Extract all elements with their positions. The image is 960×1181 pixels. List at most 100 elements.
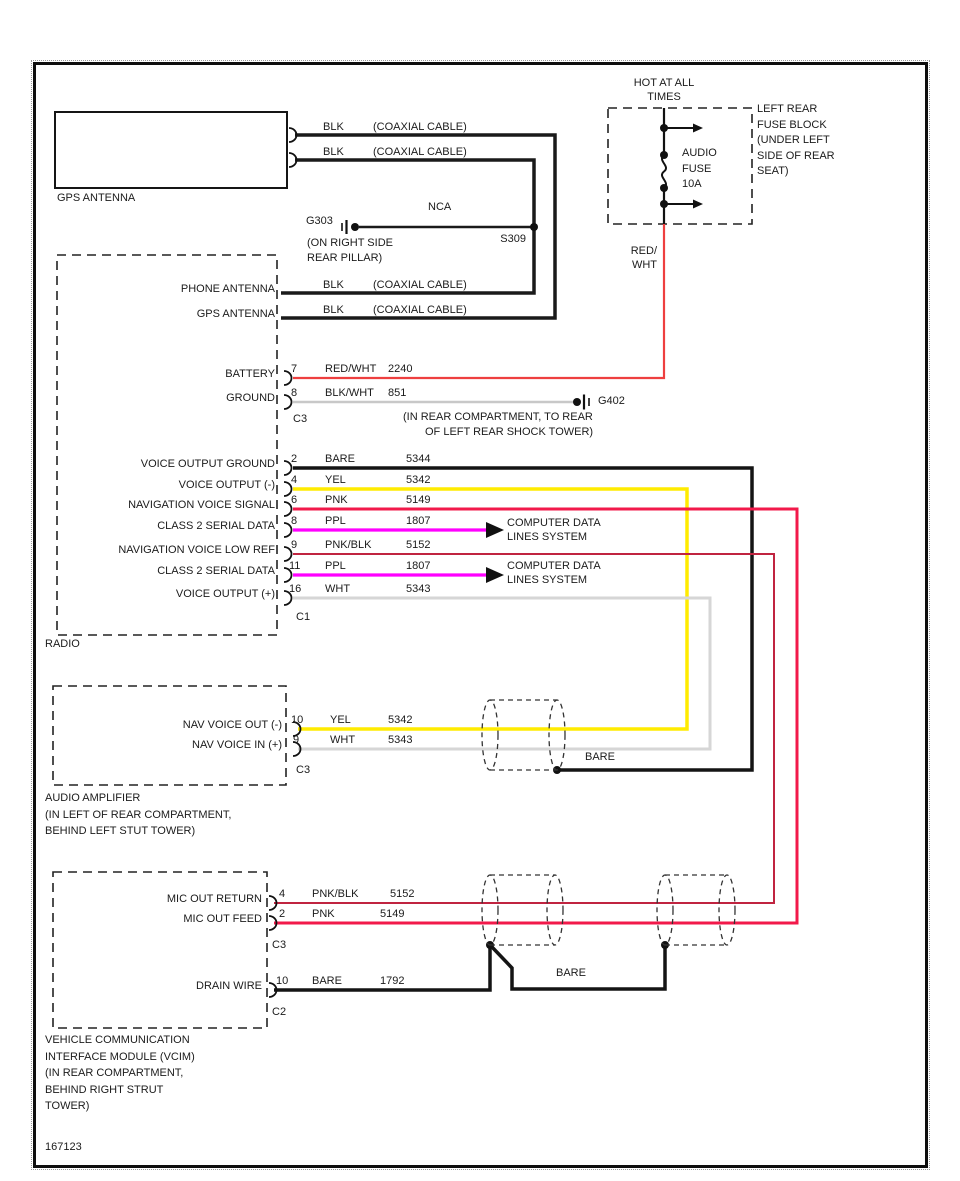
circuit-number: 5342 bbox=[388, 714, 413, 726]
vcim-label: VEHICLE COMMUNICATION INTERFACE MODULE (… bbox=[45, 1034, 195, 1112]
junction-dot bbox=[660, 184, 668, 192]
wire-color-label: PNK/BLK bbox=[312, 888, 359, 900]
wire-color-label: BLK bbox=[323, 121, 344, 133]
pin-number: 2 bbox=[279, 908, 286, 920]
pin-number: 9 bbox=[291, 539, 298, 551]
wire-color-label: PPL bbox=[325, 515, 346, 527]
hot-at-all-times-label: HOT AT ALL TIMES bbox=[633, 77, 695, 103]
g303-location-line1: (ON RIGHT SIDE bbox=[307, 237, 393, 249]
circuit-number: 5343 bbox=[406, 583, 431, 595]
pin-number: 9 bbox=[293, 734, 300, 746]
circuit-number: 851 bbox=[388, 387, 407, 399]
pin-number: 8 bbox=[291, 515, 298, 527]
wire-color-label: BLK bbox=[323, 304, 344, 316]
junction-dot bbox=[660, 151, 668, 159]
wire-color-label: PNK bbox=[325, 494, 348, 506]
circuit-number: 5152 bbox=[406, 539, 431, 551]
radio-pin-function: NAVIGATION VOICE LOW REF bbox=[118, 544, 275, 556]
shield-symbol-amp bbox=[481, 699, 566, 771]
gps-antenna-box bbox=[54, 111, 288, 189]
wire-color-label: WHT bbox=[325, 583, 351, 595]
wire-color-label: RED/WHT bbox=[325, 363, 377, 375]
g402-location-line1: (IN REAR COMPARTMENT, TO REAR bbox=[403, 411, 593, 423]
g303-location-line2: REAR PILLAR) bbox=[307, 252, 383, 264]
radio-pin-function: VOICE OUTPUT (-) bbox=[178, 479, 275, 491]
ground-icon-g303 bbox=[341, 220, 359, 234]
wire-color-label: BLK bbox=[323, 146, 344, 158]
radio-pin-function: BATTERY bbox=[225, 368, 275, 380]
gps-antenna-label: GPS ANTENNA bbox=[57, 192, 136, 204]
computer-data-note: COMPUTER DATA LINES SYSTEM bbox=[507, 517, 601, 543]
connector-id: C1 bbox=[296, 611, 311, 623]
pin-number: 16 bbox=[289, 583, 302, 595]
wire-yel-5342 bbox=[293, 487, 689, 731]
radio-pin-function: CLASS 2 SERIAL DATA bbox=[157, 520, 275, 532]
coax-wire-gps1 bbox=[281, 133, 557, 320]
splice-dot-s309 bbox=[530, 223, 538, 231]
radio-pin-function: GROUND bbox=[226, 392, 275, 404]
circuit-number: 1792 bbox=[380, 975, 405, 987]
radio-pin-function: VOICE OUTPUT (+) bbox=[175, 588, 275, 600]
wire-color-label: WHT bbox=[330, 734, 356, 746]
circuit-number: 5152 bbox=[390, 888, 415, 900]
radio-pin-function: NAVIGATION VOICE SIGNAL bbox=[128, 499, 275, 511]
circuit-number: 5342 bbox=[406, 474, 431, 486]
shield-symbol-vcim-a bbox=[481, 874, 564, 946]
radio-pin-function: CLASS 2 SERIAL DATA bbox=[157, 565, 275, 577]
fuse-block-box bbox=[607, 107, 753, 225]
red-wht-wire-label: RED/ WHT bbox=[630, 245, 657, 271]
wire-color-label: BLK bbox=[323, 279, 344, 291]
amplifier-label: AUDIO AMPLIFIER (IN LEFT OF REAR COMPART… bbox=[45, 792, 232, 837]
pin-number: 10 bbox=[291, 714, 304, 726]
radio-pin-function: VOICE OUTPUT GROUND bbox=[140, 458, 275, 470]
wire-note-label: (COAXIAL CABLE) bbox=[373, 146, 467, 158]
connector-id: C3 bbox=[272, 939, 287, 951]
radio-label: RADIO bbox=[45, 638, 80, 650]
branch-arrow-icon bbox=[664, 123, 703, 209]
wire-pnk-5149 bbox=[274, 507, 799, 925]
computer-data-note: COMPUTER DATA LINES SYSTEM bbox=[507, 560, 601, 586]
fuse-element-icon bbox=[661, 154, 667, 189]
splice-id-s309: S309 bbox=[500, 233, 526, 245]
amplifier-box bbox=[52, 685, 287, 786]
wire-color-label: YEL bbox=[330, 714, 351, 726]
wire-bare-5344 bbox=[293, 466, 754, 772]
wire-pnk-blk-5152 bbox=[274, 553, 775, 904]
pin-number: 10 bbox=[276, 975, 289, 987]
pin-number: 2 bbox=[291, 453, 298, 465]
circuit-number: 5344 bbox=[406, 453, 431, 465]
pin-number: 6 bbox=[291, 494, 298, 506]
pin-number: 4 bbox=[291, 474, 298, 486]
ground-id-g402: G402 bbox=[598, 395, 625, 407]
circuit-number: 5149 bbox=[380, 908, 405, 920]
circuit-number: 2240 bbox=[388, 363, 413, 375]
fuse-block-location-label: LEFT REAR FUSE BLOCK (UNDER LEFT SIDE OF… bbox=[757, 103, 835, 177]
pin-number: 7 bbox=[291, 363, 298, 375]
vcim-pin-function: DRAIN WIRE bbox=[196, 980, 262, 992]
vcim-pin-function: MIC OUT FEED bbox=[183, 913, 262, 925]
arrow-icon bbox=[486, 567, 504, 583]
vcim-pin-function: MIC OUT RETURN bbox=[166, 893, 262, 905]
wire-bare-jumper bbox=[490, 945, 667, 991]
wire-note-label: (COAXIAL CABLE) bbox=[373, 279, 467, 291]
shield-symbol-vcim-b bbox=[656, 874, 736, 946]
circuit-number: 1807 bbox=[406, 515, 431, 527]
wire-color-label: PNK bbox=[312, 908, 335, 920]
g402-location-line2: OF LEFT REAR SHOCK TOWER) bbox=[425, 426, 594, 438]
wire-color-label: PPL bbox=[325, 560, 346, 572]
diagram-border bbox=[31, 60, 930, 1170]
pin-number: 8 bbox=[291, 387, 298, 399]
radio-pin-function: PHONE ANTENNA bbox=[180, 283, 275, 295]
wire-color-label: BARE bbox=[325, 453, 355, 465]
connector-id: C3 bbox=[293, 413, 308, 425]
bare-shield-label: BARE bbox=[556, 967, 586, 979]
wire-red-wht-2240 bbox=[293, 224, 666, 380]
wire-color-label: BARE bbox=[312, 975, 342, 987]
circuit-number: 1807 bbox=[406, 560, 431, 572]
ground-icon-g402 bbox=[573, 394, 590, 410]
amp-pin-function: NAV VOICE IN (+) bbox=[192, 739, 282, 751]
pin-connector-icons bbox=[268, 127, 302, 998]
circuit-number: 5149 bbox=[406, 494, 431, 506]
